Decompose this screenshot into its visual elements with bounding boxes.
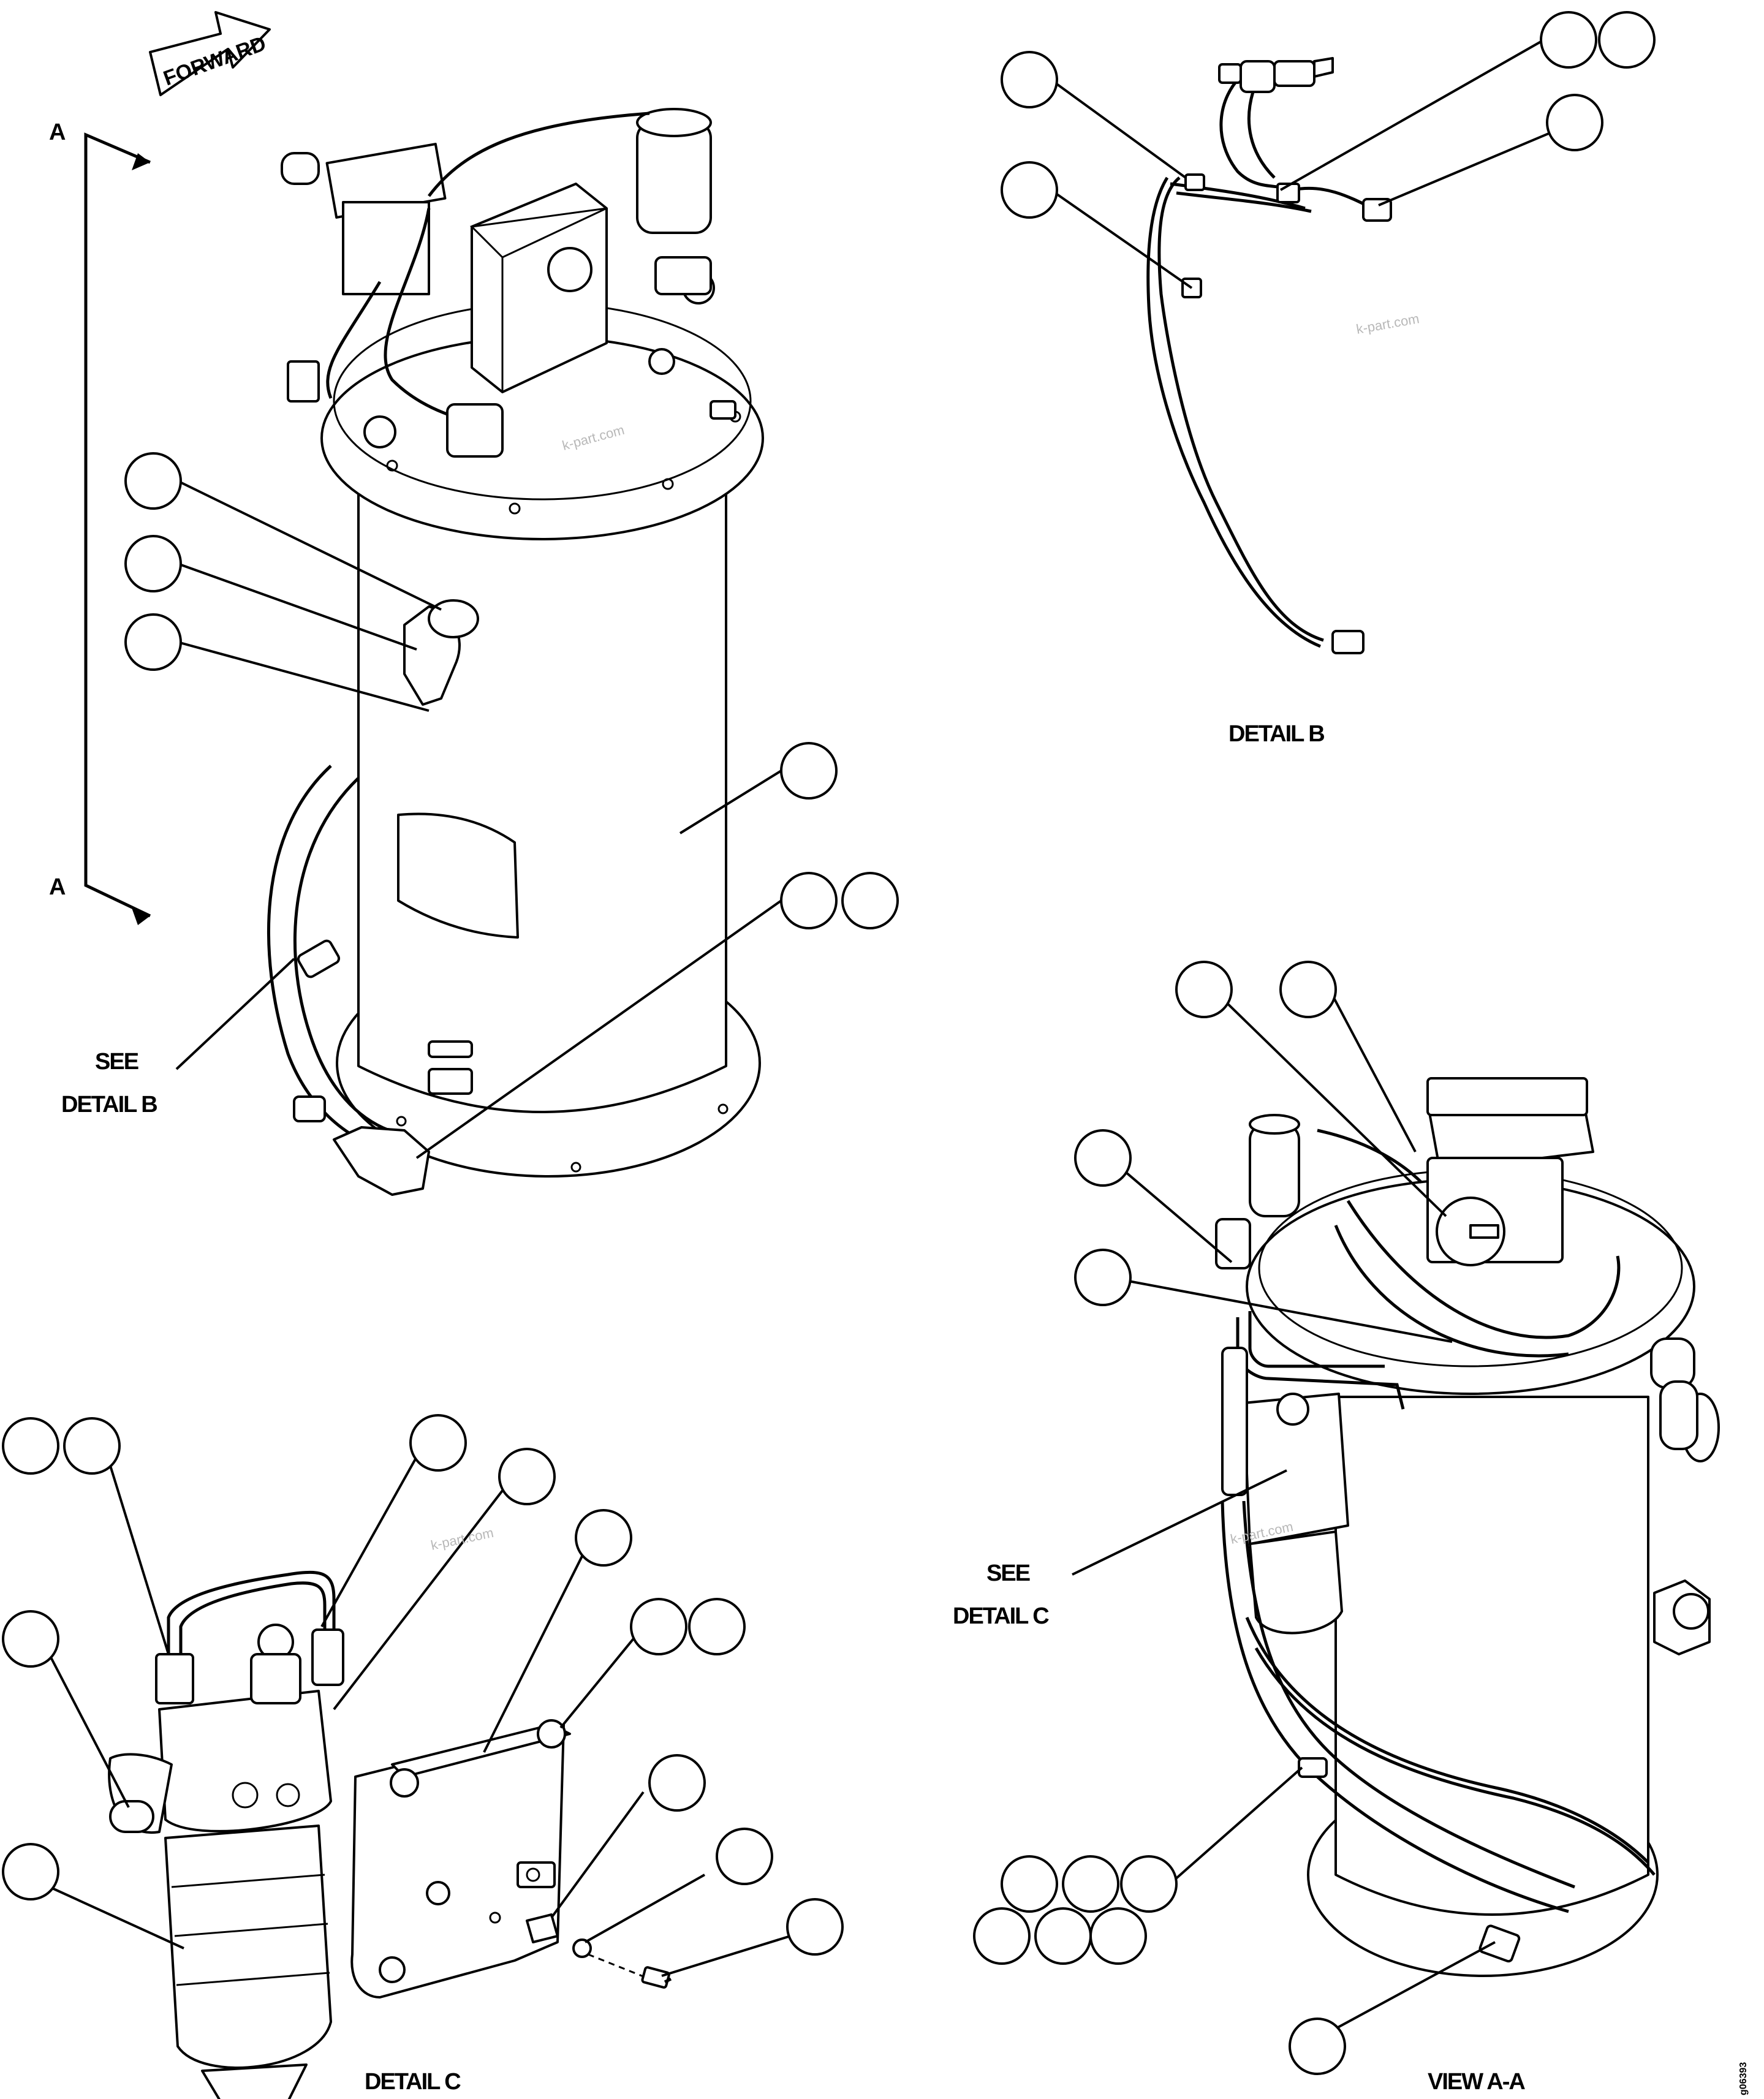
section-line-a-a: A A: [49, 119, 151, 925]
callout-bubbles-detail-c: [2, 1414, 844, 1977]
callout-bubble: [973, 1907, 1031, 1965]
callout-bubble: [688, 1598, 746, 1655]
callout-bubbles-main: [124, 452, 899, 1159]
callout-bubble: [648, 1754, 706, 1812]
callout-bubble: [1279, 961, 1337, 1018]
callout-bubble: [1001, 161, 1058, 219]
callout-bubble: [124, 535, 182, 592]
see-detail-c-line2: DETAIL C: [953, 1603, 1049, 1629]
callout-bubbles-detail-b: [1001, 11, 1656, 289]
drawing-number: g06393: [1738, 2062, 1749, 2095]
view-a-a: SEE DETAIL C k-part.com VIEW A-A: [953, 961, 1720, 2095]
callout-bubble: [1001, 51, 1058, 108]
callout-bubble: [1546, 94, 1603, 151]
callout-bubble: [498, 1448, 556, 1505]
hydraulic-tank-body: [357, 477, 727, 1113]
callout-bubbles-view-a-a: [973, 961, 1496, 2075]
detail-c: k-part.com DETAIL C: [2, 1414, 844, 2099]
section-marker-top: A: [49, 119, 66, 145]
drain-hose: [267, 765, 430, 1196]
callout-bubble: [786, 1898, 844, 1956]
callout-bubble: [1074, 1129, 1132, 1187]
forward-arrow: FORWARD: [149, 11, 271, 96]
callout-bubble: [630, 1598, 687, 1655]
see-detail-b-line1: SEE: [95, 1049, 138, 1075]
tank-top-flange: [320, 302, 764, 540]
callout-bubble: [1540, 11, 1597, 69]
callout-bubble: [575, 1509, 632, 1567]
callout-bubble: [841, 872, 899, 929]
callout-bubble: [1074, 1249, 1132, 1306]
callout-bubble: [1062, 1855, 1119, 1913]
callout-bubble: [1089, 1907, 1147, 1965]
watermark: k-part.com: [430, 1525, 495, 1553]
callout-bubble: [1598, 11, 1656, 69]
detail-b: k-part.com DETAIL B: [1001, 11, 1656, 747]
callout-bubble: [1001, 1855, 1058, 1913]
section-marker-bottom: A: [49, 874, 66, 900]
see-detail-b-line2: DETAIL B: [61, 1092, 157, 1118]
callout-bubble: [780, 872, 838, 929]
callout-bubble: [2, 1417, 59, 1475]
callout-bubble: [2, 1610, 59, 1668]
detail-c-title: DETAIL C: [365, 2069, 461, 2095]
callout-bubble: [1120, 1855, 1178, 1913]
callout-bubble: [2, 1843, 59, 1900]
callout-bubble: [1175, 961, 1233, 1018]
callout-bubble: [124, 613, 182, 671]
watermark: k-part.com: [1355, 311, 1421, 337]
callout-bubble: [63, 1417, 121, 1475]
callout-bubble: [1289, 2018, 1346, 2075]
pump-valve-assembly: [281, 108, 736, 458]
main-view: FORWARD A A: [49, 11, 899, 1196]
callout-bubble: [124, 452, 182, 510]
callout-bubble: [780, 742, 838, 800]
callout-bubble: [1034, 1907, 1092, 1965]
callout-bubble: [716, 1828, 773, 1885]
suction-elbow: [403, 599, 479, 706]
see-detail-c-line1: SEE: [986, 1560, 1030, 1586]
callout-bubble: [409, 1414, 467, 1472]
detail-b-title: DETAIL B: [1228, 721, 1324, 747]
view-a-a-title: VIEW A-A: [1428, 2069, 1525, 2095]
